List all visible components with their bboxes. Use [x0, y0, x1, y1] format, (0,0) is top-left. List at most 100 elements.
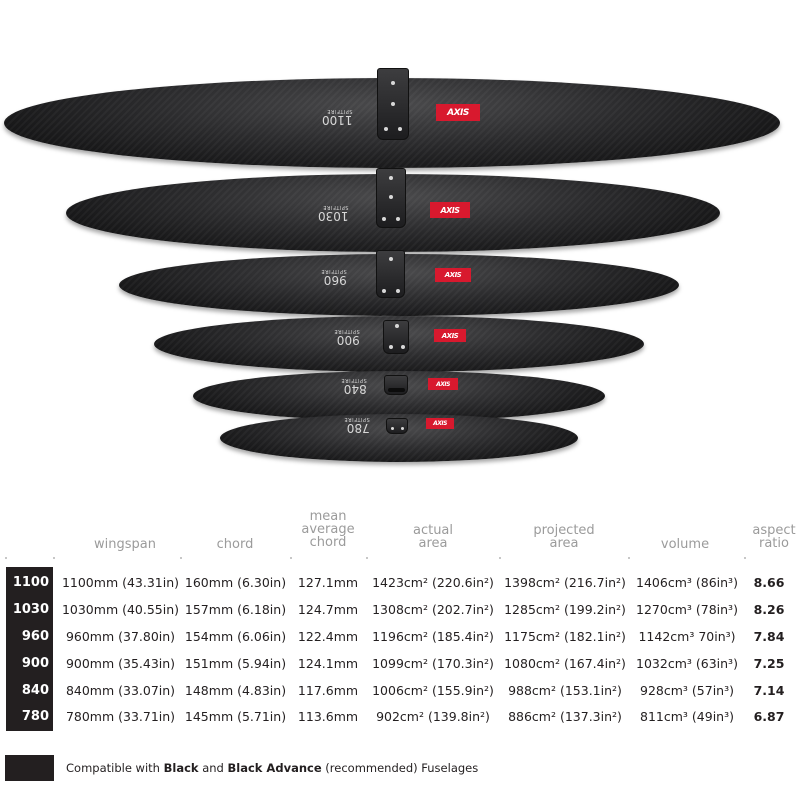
cell-mean-average-chord: 124.1mm	[297, 656, 359, 671]
cell-chord: 151mm (5.94in)	[184, 656, 287, 671]
cell-mean-average-chord: 122.4mm	[297, 629, 359, 644]
column-separator	[744, 557, 746, 559]
mount-hole	[391, 102, 395, 106]
wing-1100: 1100 SPITFIRE AXIS	[4, 68, 780, 168]
cell-mean-average-chord: 117.6mm	[297, 683, 359, 698]
cell-size: 840	[21, 683, 49, 698]
mast-mount-plate	[376, 250, 405, 298]
mount-hole	[389, 176, 393, 180]
axis-logo: AXIS	[434, 329, 466, 342]
cell-actual-area: 1006cm² (155.9in²)	[372, 683, 494, 698]
cell-wingspan: 840mm (33.07in)	[65, 683, 176, 698]
cell-size: 900	[21, 656, 49, 671]
cell-size: 1030	[12, 602, 49, 617]
wing-780: 780 SPITFIRE AXIS	[220, 414, 578, 462]
wing-stack-image: 1100 SPITFIRE AXIS 1030 SPITFIRE AXIS 96…	[4, 68, 780, 462]
cell-size: 960	[21, 629, 49, 644]
cell-volume: 1270cm³ (78in³)	[636, 602, 738, 617]
cell-chord: 145mm (5.71in)	[184, 709, 287, 724]
cell-actual-area: 1196cm² (185.4in²)	[372, 629, 494, 644]
axis-logo: AXIS	[436, 104, 480, 121]
wing-900: 900 SPITFIRE AXIS	[154, 316, 644, 372]
cell-chord: 154mm (6.06in)	[184, 629, 287, 644]
cell-volume: 1406cm³ (86in³)	[636, 575, 738, 590]
cell-actual-area: 1099cm² (170.3in²)	[372, 656, 494, 671]
table-row: 960 960mm (37.80in) 154mm (6.06in) 122.4…	[0, 623, 800, 650]
wing-size-label: 780 SPITFIRE	[344, 416, 370, 435]
cell-size: 1100	[12, 575, 49, 590]
cell-volume: 1032cm³ (63in³)	[636, 656, 738, 671]
header-projected-area: projected area	[533, 523, 595, 551]
header-volume: volume	[660, 537, 710, 552]
cell-volume: 928cm³ (57in³)	[640, 683, 734, 698]
mount-hole	[401, 427, 404, 430]
cell-actual-area: 902cm² (139.8in²)	[376, 709, 490, 724]
table-row: 840 840mm (33.07in) 148mm (4.83in) 117.6…	[0, 677, 800, 704]
cell-aspect-ratio: 7.84	[753, 629, 785, 644]
cell-projected-area: 1285cm² (199.2in²)	[504, 602, 626, 617]
column-separator	[5, 557, 7, 559]
column-separator	[290, 557, 292, 559]
cell-volume: 1142cm³ 70in³)	[638, 629, 736, 644]
compatibility-legend: Compatible with Black and Black Advance …	[5, 755, 478, 781]
size-column-background	[6, 567, 53, 731]
table-row: 900 900mm (35.43in) 151mm (5.94in) 124.1…	[0, 650, 800, 677]
wing-size-label: 900 SPITFIRE	[334, 328, 360, 347]
cell-wingspan: 960mm (37.80in)	[65, 629, 176, 644]
mount-hole	[382, 289, 386, 293]
axis-logo: AXIS	[435, 268, 471, 282]
axis-logo: AXIS	[430, 202, 470, 218]
table-row: 1030 1030mm (40.55in) 157mm (6.18in) 124…	[0, 596, 800, 623]
mount-slot	[388, 388, 405, 392]
mount-hole	[389, 195, 393, 199]
cell-projected-area: 1398cm² (216.7in²)	[504, 575, 626, 590]
mast-mount-plate	[383, 320, 409, 354]
mount-hole	[391, 81, 395, 85]
mast-mount-plate	[384, 375, 408, 395]
axis-logo: AXIS	[426, 418, 454, 429]
legend-swatch	[5, 755, 54, 781]
cell-wingspan: 1030mm (40.55in)	[61, 602, 180, 617]
header-mean-average-chord: mean average chord	[301, 509, 355, 550]
cell-wingspan: 780mm (33.71in)	[65, 709, 176, 724]
mast-mount-plate	[377, 68, 409, 140]
cell-mean-average-chord: 127.1mm	[297, 575, 359, 590]
cell-mean-average-chord: 113.6mm	[297, 709, 359, 724]
cell-aspect-ratio: 7.25	[753, 656, 785, 671]
cell-aspect-ratio: 6.87	[753, 709, 785, 724]
wing-840: 840 SPITFIRE AXIS	[193, 371, 605, 421]
wing-1030: 1030 SPITFIRE AXIS	[66, 168, 720, 252]
cell-aspect-ratio: 7.14	[753, 683, 785, 698]
mount-hole	[382, 217, 386, 221]
cell-projected-area: 988cm² (153.1in²)	[508, 683, 622, 698]
header-chord: chord	[216, 537, 254, 552]
table-row: 780 780mm (33.71in) 145mm (5.71in) 113.6…	[0, 703, 800, 730]
column-separator	[366, 557, 368, 559]
column-separator	[628, 557, 630, 559]
wing-size-label: 840 SPITFIRE	[341, 377, 367, 396]
mount-hole	[391, 427, 394, 430]
cell-chord: 157mm (6.18in)	[184, 602, 287, 617]
cell-wingspan: 1100mm (43.31in)	[61, 575, 180, 590]
mount-hole	[401, 345, 405, 349]
mount-hole	[395, 324, 399, 328]
cell-size: 780	[21, 709, 49, 724]
cell-projected-area: 1175cm² (182.1in²)	[504, 629, 626, 644]
axis-logo: AXIS	[428, 378, 458, 390]
cell-aspect-ratio: 8.66	[753, 575, 785, 590]
mount-hole	[396, 217, 400, 221]
header-wingspan: wingspan	[94, 537, 156, 552]
mount-hole	[389, 257, 393, 261]
cell-projected-area: 1080cm² (167.4in²)	[504, 656, 626, 671]
cell-wingspan: 900mm (35.43in)	[65, 656, 176, 671]
cell-mean-average-chord: 124.7mm	[297, 602, 359, 617]
cell-actual-area: 1423cm² (220.6in²)	[372, 575, 494, 590]
mast-mount-plate	[386, 418, 408, 434]
column-separator	[180, 557, 182, 559]
cell-chord: 148mm (4.83in)	[184, 683, 287, 698]
mount-hole	[398, 127, 402, 131]
cell-aspect-ratio: 8.26	[753, 602, 785, 617]
column-separator	[53, 557, 55, 559]
wing-size-label: 1030 SPITFIRE	[318, 204, 349, 223]
cell-projected-area: 886cm² (137.3in²)	[508, 709, 622, 724]
